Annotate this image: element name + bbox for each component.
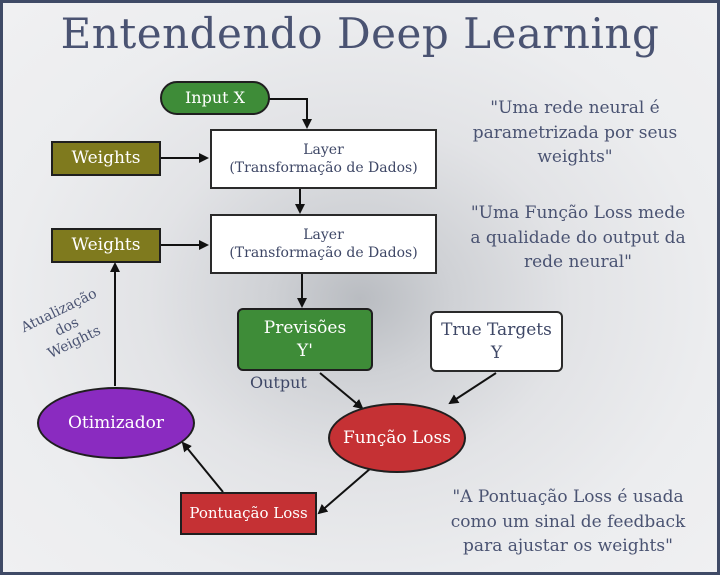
quote-3-line-1: "A Pontuação Loss é usada xyxy=(452,487,684,507)
quote-pontuacao-loss: "A Pontuação Loss é usada como um sinal … xyxy=(423,485,713,559)
otimizador-label: Otimizador xyxy=(67,412,165,433)
input-x-node: Input X xyxy=(160,81,270,115)
quote-1-line-3: weights" xyxy=(537,147,613,168)
previsoes-node: Previsões Y' xyxy=(237,308,373,371)
quote-2-line-3: rede neural" xyxy=(523,252,632,273)
arrow-targets-to-loss xyxy=(448,372,497,405)
quote-2-line-1: "Uma Função Loss mede xyxy=(470,203,686,223)
previsoes-symbol: Y' xyxy=(297,340,313,361)
quote-funcao-loss: "Uma Função Loss mede a qualidade do out… xyxy=(443,201,713,275)
weights-node-2: Weights xyxy=(51,228,161,263)
layer-node-2: Layer (Transformação de Dados) xyxy=(210,214,437,274)
connector-arrows xyxy=(110,98,497,515)
arrow-input-to-layer1 xyxy=(269,98,312,129)
true-targets-symbol: Y xyxy=(490,342,503,363)
weights-label-1: Weights xyxy=(71,148,141,169)
output-label: Output xyxy=(250,373,307,392)
arrow-pontuacao-to-otimizador xyxy=(181,441,224,493)
layer-node-1: Layer (Transformação de Dados) xyxy=(210,129,437,189)
quote-3-line-3: para ajustar os weights" xyxy=(463,536,673,557)
previsoes-label: Previsões xyxy=(263,318,347,339)
true-targets-label: True Targets xyxy=(441,320,552,341)
layer-2-title: Layer xyxy=(303,226,344,243)
layer-2-subtitle: (Transformação de Dados) xyxy=(229,245,418,261)
funcao-loss-node: Função Loss xyxy=(328,403,466,473)
input-x-label: Input X xyxy=(184,87,246,107)
page-title: Entendendo Deep Learning xyxy=(60,9,660,58)
arrow-loss-to-pontuacao xyxy=(317,467,372,515)
pontuacao-loss-node: Pontuação Loss xyxy=(180,492,317,535)
weights-label-2: Weights xyxy=(71,235,141,256)
arrow-previsoes-to-loss xyxy=(319,372,364,410)
pontuacao-loss-label: Pontuação Loss xyxy=(189,503,308,522)
quote-rede-neural: "Uma rede neural é parametrizada por seu… xyxy=(455,96,695,170)
weights-node-1: Weights xyxy=(51,141,161,176)
otimizador-node: Otimizador xyxy=(37,387,195,459)
quote-1-line-1: "Uma rede neural é xyxy=(490,98,660,118)
funcao-loss-label: Função Loss xyxy=(343,427,451,448)
quote-1-line-2: parametrizada por seus xyxy=(472,122,678,143)
layer-1-subtitle: (Transformação de Dados) xyxy=(229,160,418,176)
true-targets-node: True Targets Y xyxy=(430,311,563,372)
layer-1-title: Layer xyxy=(303,141,344,158)
quote-3-line-2: como um sinal de feedback xyxy=(450,511,686,532)
quote-2-line-2: a qualidade do output da xyxy=(470,227,686,248)
